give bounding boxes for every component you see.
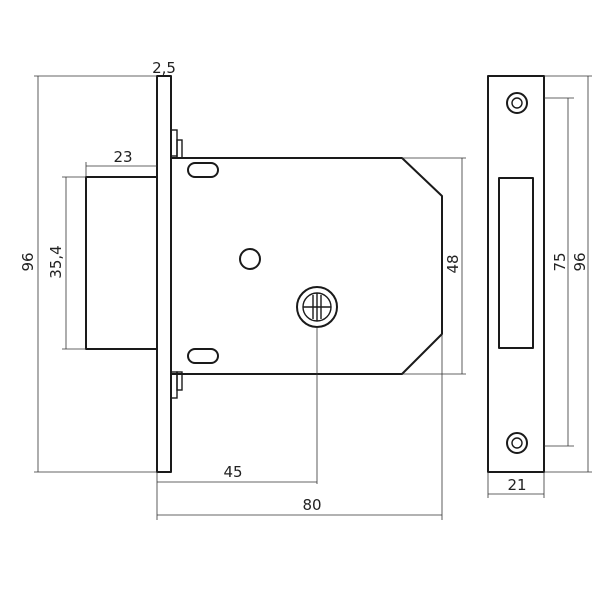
dim-overall-length: 80 [302, 496, 321, 514]
side-view-dimensions: 96 35,4 23 2,5 48 45 80 [19, 59, 466, 520]
dim-case-height: 35,4 [47, 245, 65, 278]
dim-keyhole-offset: 45 [223, 463, 242, 481]
upper-tab-inner [176, 139, 183, 159]
lower-tab-inner [176, 371, 183, 391]
dim-faceplate-thickness: 2,5 [152, 59, 176, 77]
dim-overall-height: 96 [19, 252, 37, 271]
upper-slot [187, 162, 219, 178]
keyhole [296, 286, 338, 328]
upper-screw-hole [506, 92, 528, 114]
dim-strike-width: 21 [507, 476, 526, 494]
strike-opening [498, 177, 534, 349]
faceplate [156, 75, 172, 473]
lock-case [170, 157, 443, 375]
dim-body-height: 48 [444, 254, 462, 273]
bolt-case [85, 176, 158, 350]
strike-plate-front-view [487, 75, 545, 473]
strike-plate [487, 75, 545, 473]
strike-plate-dimensions: 75 96 21 [487, 75, 592, 498]
dim-case-depth: 23 [113, 148, 132, 166]
mortise-lock-side-view [85, 75, 443, 473]
dim-strike-height: 96 [571, 252, 589, 271]
spindle-hole [239, 248, 261, 270]
lower-slot [187, 348, 219, 364]
dim-strike-hole-spacing: 75 [551, 252, 569, 271]
lower-screw-hole [506, 432, 528, 454]
